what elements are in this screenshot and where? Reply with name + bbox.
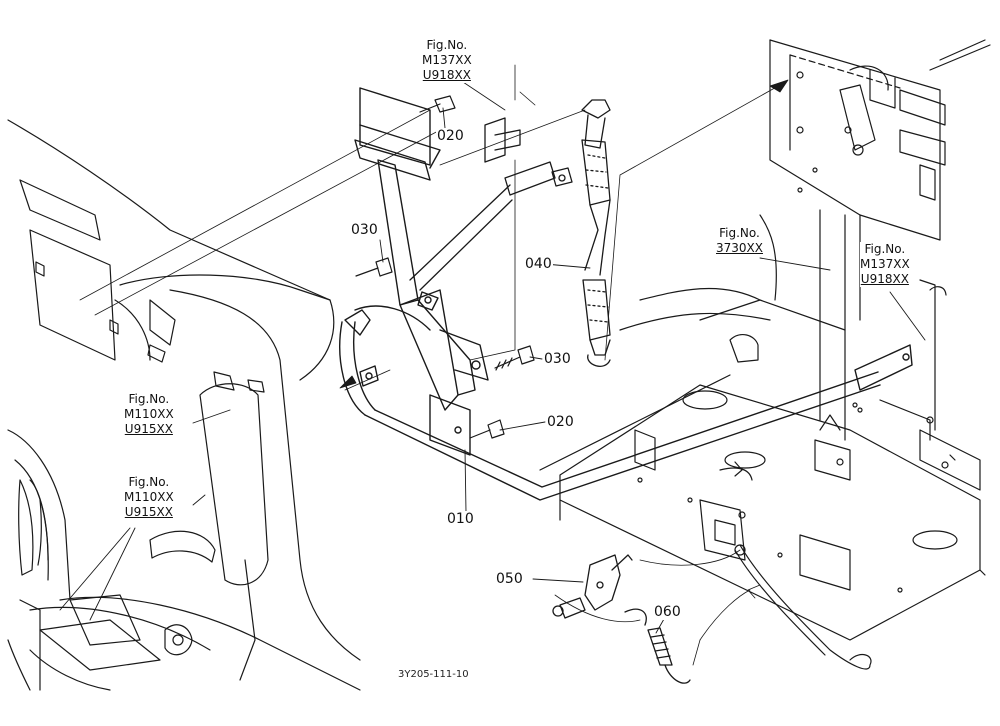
figure-ref-heading: Fig.No. — [128, 392, 170, 406]
part-label-020-lower: 020 — [546, 414, 575, 430]
reference-lines — [79, 64, 789, 666]
bolt-020-lower — [469, 419, 505, 439]
label-leaders — [59, 107, 926, 634]
part-010-bar — [339, 309, 913, 501]
bolt-030-right — [494, 345, 535, 371]
part-label-050: 050 — [495, 571, 524, 587]
linkage-rod — [734, 544, 872, 670]
figure-ref-number: U915XX — [124, 422, 173, 436]
figure-ref-number: M137XX — [860, 257, 910, 271]
part-label-040: 040 — [524, 256, 553, 272]
part-label-060: 060 — [653, 604, 682, 620]
part-label-030-left: 030 — [350, 222, 379, 238]
part-label-020-upper: 020 — [436, 128, 465, 144]
figure-ref-heading: Fig.No. — [128, 475, 170, 489]
figure-ref-heading: Fig.No. — [719, 226, 760, 240]
part-060-spring — [624, 608, 691, 684]
figure-ref-left-a: Fig.No. M110XX U915XX — [124, 392, 174, 437]
figure-ref-number: U915XX — [124, 505, 173, 519]
figure-ref-left-b: Fig.No. M110XX U915XX — [124, 475, 174, 520]
stay-bracket — [354, 87, 489, 456]
chassis-frame — [539, 39, 991, 641]
part-label-030-right: 030 — [543, 351, 572, 367]
part-label-010: 010 — [446, 511, 475, 527]
figure-ref-number: 3730XX — [716, 241, 763, 255]
figure-ref-number: U918XX — [422, 68, 471, 82]
figure-ref-right-a: Fig.No. 3730XX — [716, 226, 763, 256]
diagram-code: 3Y205-111-10 — [398, 669, 469, 680]
figure-ref-number: M110XX — [124, 407, 174, 421]
part-040-strap — [581, 99, 611, 367]
figure-ref-right-b: Fig.No. M137XX U918XX — [860, 242, 910, 287]
figure-ref-heading: Fig.No. — [426, 38, 468, 52]
figure-ref-number: M137XX — [422, 53, 472, 67]
figure-ref-number: U918XX — [860, 272, 909, 286]
upper-mount-bracket — [409, 117, 573, 291]
part-050-lever — [552, 554, 633, 619]
seat-assembly — [7, 119, 361, 691]
figure-ref-top: Fig.No. M137XX U918XX — [422, 38, 472, 83]
figure-ref-heading: Fig.No. — [864, 242, 906, 256]
figure-ref-number: M110XX — [124, 490, 174, 504]
bolt-030-left — [355, 257, 393, 277]
bolt-020-upper — [419, 95, 456, 113]
